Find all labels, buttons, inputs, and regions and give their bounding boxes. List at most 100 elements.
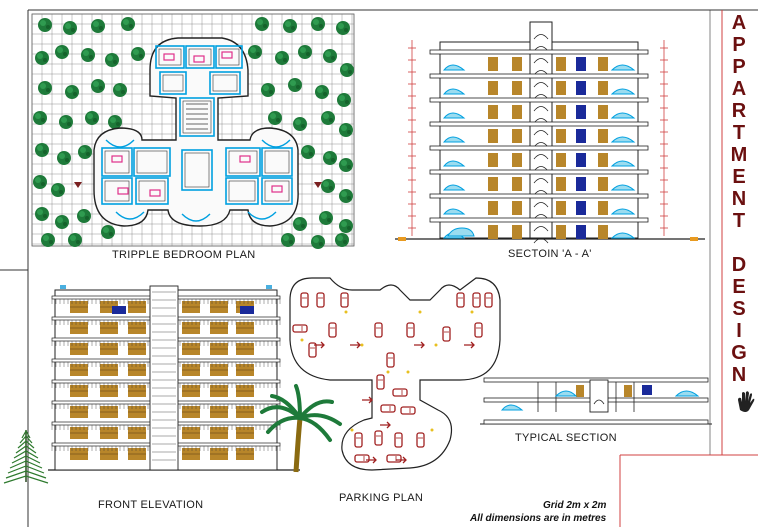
floor-plan-drawing — [31, 13, 355, 249]
car-icon — [392, 388, 408, 397]
tree-icon — [35, 143, 49, 157]
palm-tree-icon — [260, 384, 342, 473]
car-icon — [400, 406, 416, 415]
tree-icon — [33, 111, 47, 125]
title-letter: R — [731, 100, 747, 122]
tree-icon — [339, 123, 353, 137]
tree-icon — [288, 78, 302, 92]
car-icon — [374, 322, 383, 338]
tree-icon — [81, 48, 95, 62]
title-letter: N — [731, 188, 747, 210]
tree-icon — [323, 49, 337, 63]
plan-label: TRIPPLE BEDROOM PLAN — [112, 249, 256, 261]
car-icon — [456, 292, 465, 308]
tree-icon — [38, 18, 52, 32]
tree-icon — [261, 83, 275, 97]
tree-icon — [121, 17, 135, 31]
car-icon — [416, 432, 425, 448]
title-letter — [722, 232, 756, 254]
tree-icon — [337, 93, 351, 107]
tree-icon — [248, 45, 262, 59]
car-icon — [308, 342, 317, 358]
car-icon — [380, 404, 396, 413]
car-icon — [484, 292, 493, 308]
tree-icon — [131, 47, 145, 61]
title-letter: T — [732, 210, 746, 232]
tree-icon — [340, 63, 354, 77]
tree-icon — [101, 225, 115, 239]
tree-icon — [38, 81, 52, 95]
tree-icon — [255, 17, 269, 31]
title-letter: P — [732, 56, 746, 78]
tree-icon — [77, 209, 91, 223]
tree-icon — [57, 151, 71, 165]
tree-icon — [51, 183, 65, 197]
title-letter: P — [732, 34, 746, 56]
car-icon — [394, 432, 403, 448]
title-letter: E — [732, 166, 746, 188]
section-aa-drawing — [395, 21, 705, 244]
car-icon — [354, 432, 363, 448]
title-letter: E — [732, 276, 746, 298]
tree-icon — [59, 115, 73, 129]
title-letter: A — [731, 12, 747, 34]
tree-icon — [35, 51, 49, 65]
tree-icon — [35, 207, 49, 221]
tree-icon — [33, 175, 47, 189]
front-elevation-label: FRONT ELEVATION — [98, 499, 204, 511]
tree-icon — [78, 145, 92, 159]
car-icon — [406, 322, 415, 338]
title-letter: M — [730, 144, 748, 166]
tree-icon — [339, 189, 353, 203]
car-icon — [442, 326, 451, 342]
car-icon — [386, 454, 402, 463]
tree-icon — [91, 79, 105, 93]
title-letter: N — [731, 364, 747, 386]
title-letter: S — [732, 298, 746, 320]
tree-icon — [319, 211, 333, 225]
car-icon — [474, 322, 483, 338]
tree-icon — [311, 235, 325, 249]
tree-icon — [298, 45, 312, 59]
tree-icon — [91, 19, 105, 33]
tree-icon — [323, 151, 337, 165]
title-letter: T — [732, 122, 746, 144]
car-icon — [316, 292, 325, 308]
tree-icon — [85, 111, 99, 125]
car-icon — [376, 374, 385, 390]
tree-icon — [283, 19, 297, 33]
tree-icon — [63, 21, 77, 35]
tree-icon — [335, 233, 349, 247]
tree-icon — [65, 85, 79, 99]
parking-plan-label: PARKING PLAN — [339, 492, 424, 504]
section-aa-label: SECTOIN 'A - A' — [508, 248, 592, 260]
tree-icon — [311, 17, 325, 31]
tree-icon — [321, 111, 335, 125]
parking-plan-drawing — [289, 277, 501, 471]
tree-icon — [275, 51, 289, 65]
tree-icon — [268, 111, 282, 125]
tree-icon — [105, 53, 119, 67]
title-letter: A — [731, 78, 747, 100]
tree-icon — [301, 145, 315, 159]
car-icon — [300, 292, 309, 308]
tree-icon — [55, 45, 69, 59]
typical-section-drawing — [480, 377, 712, 425]
tree-icon — [315, 85, 329, 99]
typical-section-label: TYPICAL SECTION — [515, 432, 617, 444]
tree-icon — [339, 219, 353, 233]
tree-icon — [41, 233, 55, 247]
tree-icon — [113, 83, 127, 97]
car-icon — [328, 322, 337, 338]
car-icon — [340, 292, 349, 308]
car-icon — [292, 324, 308, 333]
car-icon — [472, 292, 481, 308]
title-letter: I — [736, 320, 742, 342]
tree-icon — [336, 21, 350, 35]
tree-icon — [293, 217, 307, 231]
tree-icon — [281, 233, 295, 247]
tree-icon — [68, 233, 82, 247]
title-letter: G — [731, 342, 747, 364]
